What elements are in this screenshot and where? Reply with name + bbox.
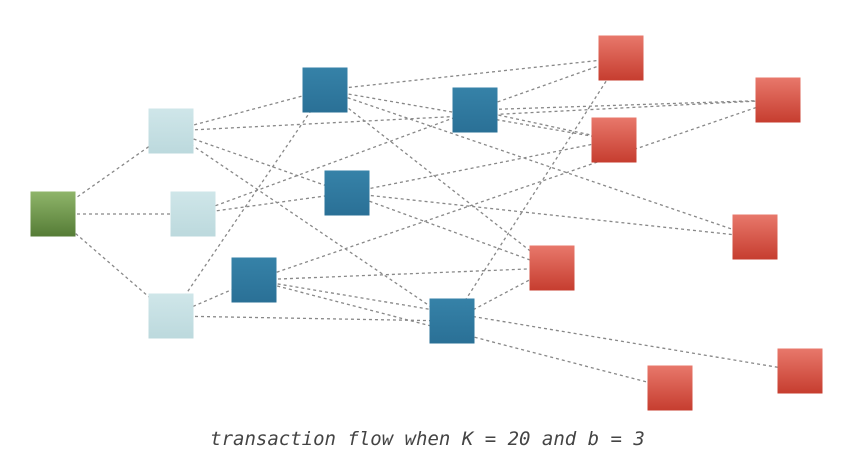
node-sink-r3 [591, 117, 637, 163]
node-sink-r4 [732, 214, 778, 260]
edge-a1-b5 [170, 130, 453, 322]
edge-b1-r5 [324, 89, 553, 269]
edge-b3-r5 [346, 192, 553, 269]
edge-b1-r4 [324, 89, 756, 238]
edge-b4-r2 [253, 99, 779, 281]
node-sink-r6 [777, 348, 823, 394]
node-source-source [30, 191, 76, 237]
node-tier1-a2 [170, 191, 216, 237]
edge-b3-r3 [346, 139, 615, 194]
node-tier2-b2 [452, 87, 498, 133]
edge-a3-b5 [170, 315, 453, 322]
node-tier1-a1 [148, 108, 194, 154]
node-sink-r5 [529, 245, 575, 291]
node-tier2-b3 [324, 170, 370, 216]
node-sink-r7 [647, 365, 693, 411]
edge-a1-r2 [170, 99, 779, 132]
edge-b1-r1 [324, 57, 622, 91]
edge-a2-b2 [192, 109, 476, 215]
edge-b2-r1 [474, 57, 622, 111]
node-tier2-b4 [231, 257, 277, 303]
node-layer [30, 35, 823, 411]
edge-b4-r5 [253, 267, 553, 281]
node-tier1-a3 [148, 293, 194, 339]
node-sink-r2 [755, 77, 801, 123]
node-tier2-b1 [302, 67, 348, 113]
edge-b3-r4 [346, 192, 756, 238]
diagram-caption: transaction flow when K = 20 and b = 3 [210, 428, 645, 450]
edge-a1-b1 [170, 89, 326, 132]
edge-a2-b3 [192, 192, 348, 215]
edge-b4-r6 [253, 279, 801, 372]
edge-b2-r2 [474, 99, 779, 111]
node-sink-r1 [598, 35, 644, 81]
node-tier2-b5 [429, 298, 475, 344]
edge-b5-r1 [451, 57, 622, 322]
edge-a1-b3 [170, 130, 348, 194]
edge-layer [52, 57, 801, 389]
